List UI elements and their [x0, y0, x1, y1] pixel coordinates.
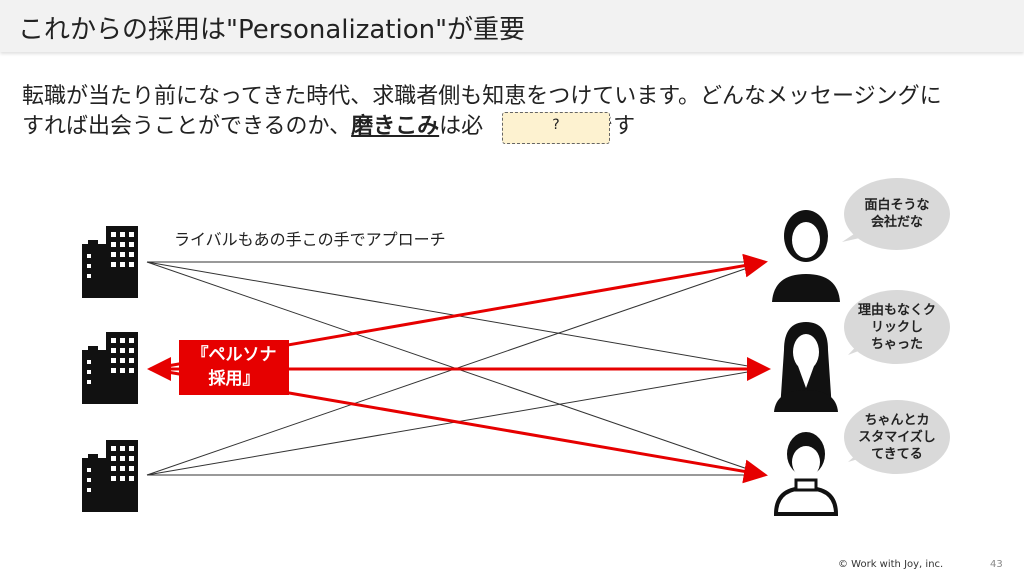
- persona-recruiting-label: 『ペルソナ採用』: [179, 340, 289, 395]
- speech-bubble: 理由もなくクリックしちゃった: [844, 290, 950, 364]
- bubble-line: てきてる: [871, 446, 923, 462]
- hidden-answer-box[interactable]: ?: [502, 112, 610, 144]
- bubble-line: スタマイズし: [858, 429, 936, 445]
- rival-label: ライバルもあの手この手でアプローチ: [174, 230, 446, 249]
- lead-line-1: 転職が当たり前になってきた時代、求職者側も知恵をつけています。どんなメッセージン…: [22, 84, 942, 109]
- building-icon: [82, 226, 138, 298]
- bubble-line: 面白そうな: [864, 198, 930, 213]
- person-icon: [772, 210, 840, 302]
- bubble-line: ちゃんとカ: [864, 412, 930, 428]
- persona-label-line: 『ペルソナ: [191, 345, 277, 365]
- building-icon: [82, 332, 138, 404]
- page-title: これからの採用は"Personalization"が重要: [18, 15, 526, 45]
- lead-text: 転職が当たり前になってきた時代、求職者側も知恵をつけています。どんなメッセージン…: [22, 82, 942, 142]
- speech-bubble: ちゃんとカスタマイズしてきてる: [844, 400, 950, 474]
- bubble-line: ちゃった: [870, 336, 923, 352]
- lead-text-a: すれば出会うことができるのか、: [22, 114, 352, 139]
- emphasis-text: 磨きこみ: [351, 114, 440, 139]
- person-icon: [774, 322, 838, 412]
- lead-line-2: すれば出会うことができるのか、磨きこみは必です: [22, 112, 942, 142]
- persona-label-line: 採用』: [208, 369, 260, 389]
- copyright: © Work with Joy, inc.: [838, 559, 944, 570]
- person-icon: [773, 432, 839, 516]
- title-bar: これからの採用は"Personalization"が重要: [0, 0, 1024, 52]
- bubble-line: 会社だな: [870, 215, 923, 230]
- lead-text-c: は必: [439, 114, 484, 139]
- bubble-line: 理由もなくク: [857, 302, 936, 318]
- page-number: 43: [990, 559, 1003, 570]
- speech-bubble: 面白そうな会社だな: [844, 178, 950, 250]
- building-icon: [82, 440, 138, 512]
- bubble-line: リックし: [870, 319, 923, 335]
